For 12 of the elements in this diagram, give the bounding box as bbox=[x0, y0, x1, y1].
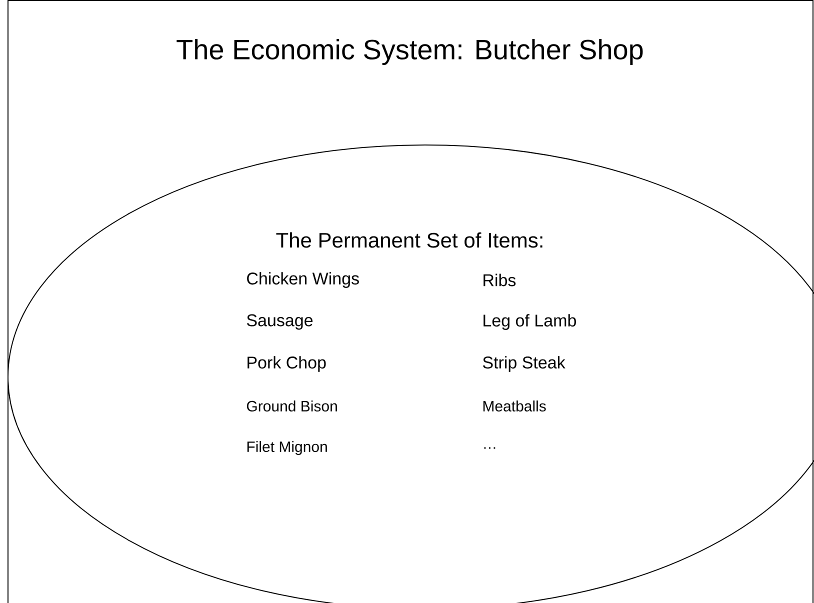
item-label: Ground Bison bbox=[246, 400, 337, 412]
item-label: Strip Steak bbox=[482, 356, 566, 372]
item-label: Meatballs bbox=[483, 400, 546, 412]
item-label: Pork Chop bbox=[248, 356, 326, 372]
title: The Economic System: Butcher Shop bbox=[176, 38, 643, 66]
item-label: Filet Mignon bbox=[247, 441, 327, 455]
item-label: Leg of Lamb bbox=[484, 314, 576, 330]
heading: The Permanent Set of Items: bbox=[276, 232, 542, 248]
item-label: Ribs bbox=[484, 274, 516, 286]
item-label: Sausage bbox=[246, 314, 313, 330]
item-label: Chicken Wings bbox=[247, 272, 359, 288]
item-label: … bbox=[484, 447, 496, 449]
